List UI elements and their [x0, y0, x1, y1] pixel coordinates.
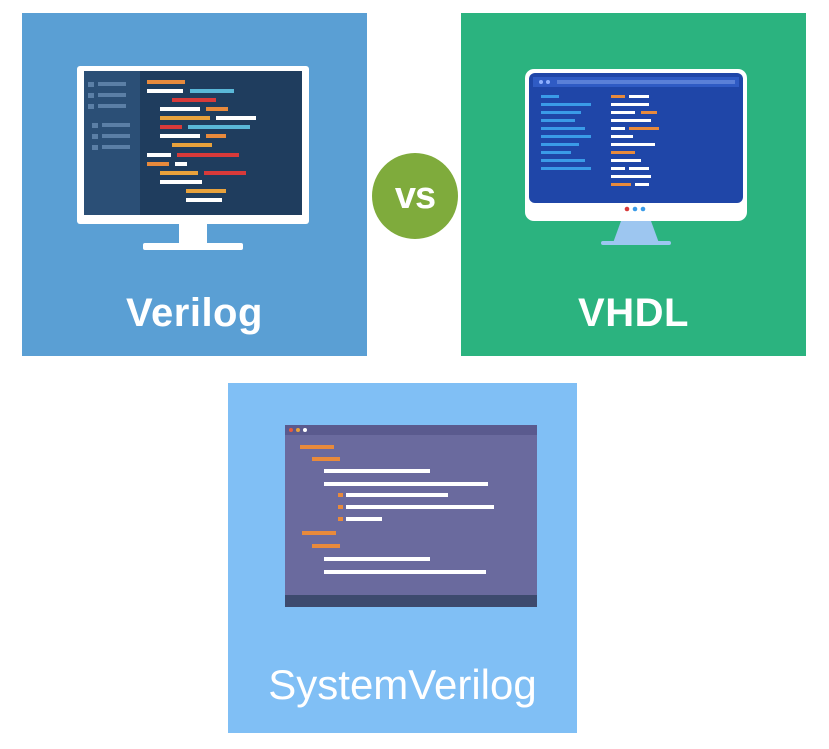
- desktop-monitor-code-editor-icon: [22, 13, 367, 356]
- systemverilog-label: SystemVerilog: [268, 661, 537, 708]
- vhdl-tile: VHDL: [461, 13, 806, 356]
- verilog-tile: Verilog: [22, 13, 367, 356]
- vs-label: vs: [394, 174, 436, 217]
- verilog-label: Verilog: [126, 291, 263, 335]
- desktop-monitor-code-editor-icon: [461, 13, 806, 356]
- systemverilog-tile: SystemVerilog: [228, 383, 577, 733]
- code-editor-window-icon: [228, 383, 577, 733]
- vhdl-label: VHDL: [578, 291, 689, 335]
- vs-badge: vs: [372, 153, 458, 239]
